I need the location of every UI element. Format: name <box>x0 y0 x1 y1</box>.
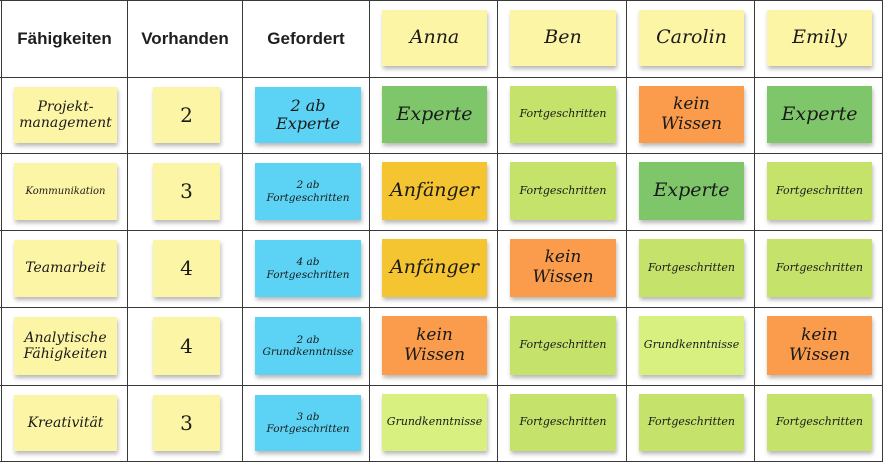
person-note[interactable]: Carolin <box>639 10 744 66</box>
header-person-3: Emily <box>755 0 883 78</box>
person-note[interactable]: Emily <box>767 10 872 66</box>
skill-note[interactable]: Analytische Fähigkeiten <box>14 317 117 375</box>
level-cell: Grundkenntnisse <box>627 308 755 386</box>
skill-cell: Analytische Fähigkeiten <box>2 308 128 386</box>
level-note-none[interactable]: kein Wissen <box>382 316 487 375</box>
skill-cell: Kreativität <box>2 386 128 462</box>
required-cell: 2 ab Grundkenntnisse <box>243 308 370 386</box>
level-note-basic[interactable]: Grundkenntnisse <box>639 316 744 375</box>
available-cell: 2 <box>128 78 243 154</box>
level-cell: kein Wissen <box>498 231 627 308</box>
level-cell: Grundkenntnisse <box>370 386 498 462</box>
available-cell: 4 <box>128 308 243 386</box>
row-edge <box>0 231 2 308</box>
level-cell: kein Wissen <box>370 308 498 386</box>
level-cell: Fortgeschritten <box>755 386 883 462</box>
level-note-beginner[interactable]: Anfänger <box>382 162 487 220</box>
level-note-basic[interactable]: Grundkenntnisse <box>382 394 487 451</box>
header-available-label: Vorhanden <box>141 29 229 48</box>
level-note-advanced[interactable]: Fortgeschritten <box>767 394 872 451</box>
level-note-advanced[interactable]: Fortgeschritten <box>767 239 872 297</box>
level-note-advanced[interactable]: Fortgeschritten <box>639 239 744 297</box>
available-count-note[interactable]: 4 <box>153 240 220 297</box>
level-cell: Experte <box>370 78 498 154</box>
available-count-note[interactable]: 3 <box>153 395 220 451</box>
level-cell: Fortgeschritten <box>755 154 883 231</box>
level-cell: Fortgeschritten <box>498 386 627 462</box>
skill-cell: Projekt- management <box>2 78 128 154</box>
required-note[interactable]: 4 ab Fortgeschritten <box>255 240 361 297</box>
header-required-label: Gefordert <box>267 29 345 48</box>
available-count-note[interactable]: 4 <box>153 317 220 375</box>
header-person-1: Ben <box>498 0 627 78</box>
required-cell: 4 ab Fortgeschritten <box>243 231 370 308</box>
available-cell: 3 <box>128 154 243 231</box>
level-cell: kein Wissen <box>755 308 883 386</box>
level-cell: Anfänger <box>370 154 498 231</box>
required-note[interactable]: 2 ab Grundkenntnisse <box>255 317 361 375</box>
row-edge <box>0 386 2 462</box>
level-cell: Anfänger <box>370 231 498 308</box>
available-count-note[interactable]: 3 <box>153 163 220 220</box>
header-person-0: Anna <box>370 0 498 78</box>
level-cell: Fortgeschritten <box>498 308 627 386</box>
level-note-beginner[interactable]: Anfänger <box>382 239 487 297</box>
level-note-none[interactable]: kein Wissen <box>639 86 744 143</box>
level-note-expert[interactable]: Experte <box>639 162 744 220</box>
person-note[interactable]: Anna <box>382 10 487 66</box>
level-note-advanced[interactable]: Fortgeschritten <box>639 394 744 451</box>
level-cell: Experte <box>627 154 755 231</box>
level-note-advanced[interactable]: Fortgeschritten <box>510 316 616 375</box>
row-edge <box>0 308 2 386</box>
level-cell: Experte <box>755 78 883 154</box>
required-note[interactable]: 2 ab Fortgeschritten <box>255 163 361 220</box>
required-cell: 2 ab Experte <box>243 78 370 154</box>
available-count-note[interactable]: 2 <box>153 87 220 143</box>
required-cell: 2 ab Fortgeschritten <box>243 154 370 231</box>
header-skills-label: Fähigkeiten <box>17 29 112 48</box>
row-edge <box>0 0 2 78</box>
required-note[interactable]: 2 ab Experte <box>255 87 361 143</box>
level-cell: Fortgeschritten <box>755 231 883 308</box>
level-note-advanced[interactable]: Fortgeschritten <box>510 162 616 220</box>
level-cell: Fortgeschritten <box>627 386 755 462</box>
level-cell: Fortgeschritten <box>498 154 627 231</box>
skill-note[interactable]: Teamarbeit <box>14 240 117 297</box>
skill-note[interactable]: Kreativität <box>14 395 117 451</box>
level-cell: kein Wissen <box>627 78 755 154</box>
skill-cell: Teamarbeit <box>2 231 128 308</box>
header-required: Gefordert <box>243 0 370 78</box>
level-cell: Fortgeschritten <box>498 78 627 154</box>
skill-note[interactable]: Projekt- management <box>14 87 117 143</box>
level-note-expert[interactable]: Experte <box>382 86 487 143</box>
skill-note[interactable]: Kommunikation <box>14 163 117 220</box>
level-note-none[interactable]: kein Wissen <box>767 316 872 375</box>
available-cell: 3 <box>128 386 243 462</box>
level-note-advanced[interactable]: Fortgeschritten <box>767 162 872 220</box>
level-note-expert[interactable]: Experte <box>767 86 872 143</box>
level-cell: Fortgeschritten <box>627 231 755 308</box>
level-note-advanced[interactable]: Fortgeschritten <box>510 394 616 451</box>
required-cell: 3 ab Fortgeschritten <box>243 386 370 462</box>
required-note[interactable]: 3 ab Fortgeschritten <box>255 395 361 451</box>
row-edge <box>0 154 2 231</box>
header-available: Vorhanden <box>128 0 243 78</box>
level-note-advanced[interactable]: Fortgeschritten <box>510 86 616 143</box>
person-note[interactable]: Ben <box>510 10 616 66</box>
skill-cell: Kommunikation <box>2 154 128 231</box>
available-cell: 4 <box>128 231 243 308</box>
row-edge <box>0 78 2 154</box>
header-person-2: Carolin <box>627 0 755 78</box>
level-note-none[interactable]: kein Wissen <box>510 239 616 297</box>
header-skills: Fähigkeiten <box>2 0 128 78</box>
